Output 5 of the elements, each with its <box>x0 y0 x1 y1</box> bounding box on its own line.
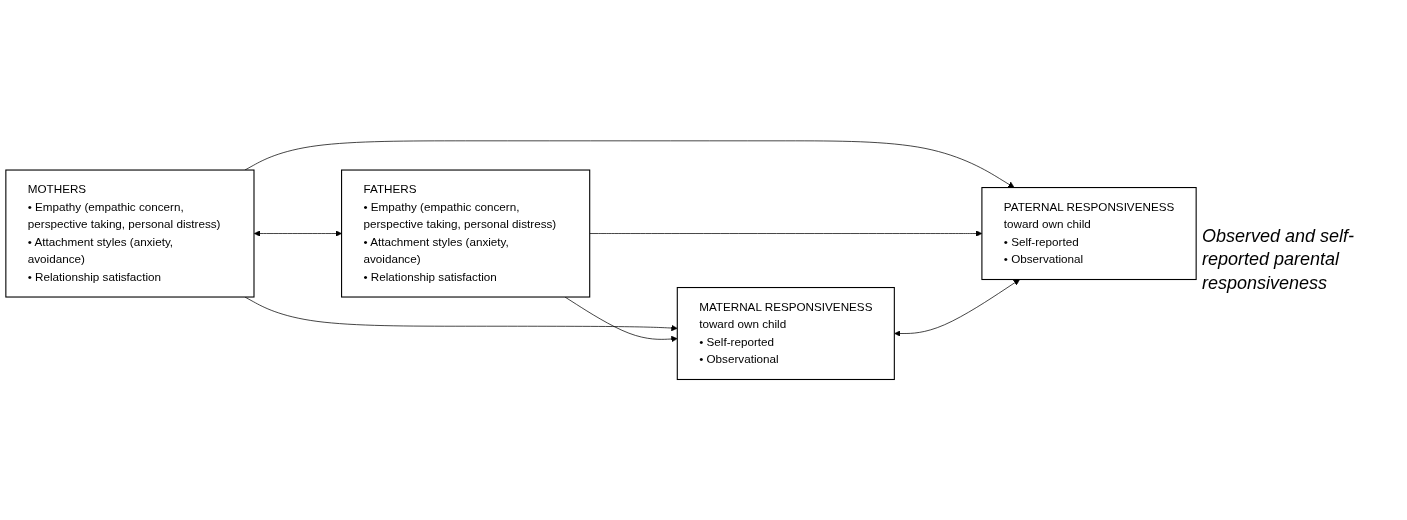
node-box: FATHERS • Empathy (empathic concern, perspective taking, personal distress) • Attachment styles (anxiety, avoidance) • Relationship satisfaction <box>341 169 591 298</box>
node-box: MATERNAL RESPONSIVENESS toward own child • Self-reported • Observational <box>676 286 895 380</box>
node-box: MOTHERS • Empathy (empathic concern, perspective taking, personal distress) • Attachment styles (anxiety, avoidance) • Relationship satisfaction <box>5 169 255 298</box>
note-text: Observed and self-reported parental responsiveness <box>1202 224 1356 295</box>
node-box: PATERNAL RESPONSIVENESS toward own child • Self-reported • Observational <box>981 186 1197 280</box>
